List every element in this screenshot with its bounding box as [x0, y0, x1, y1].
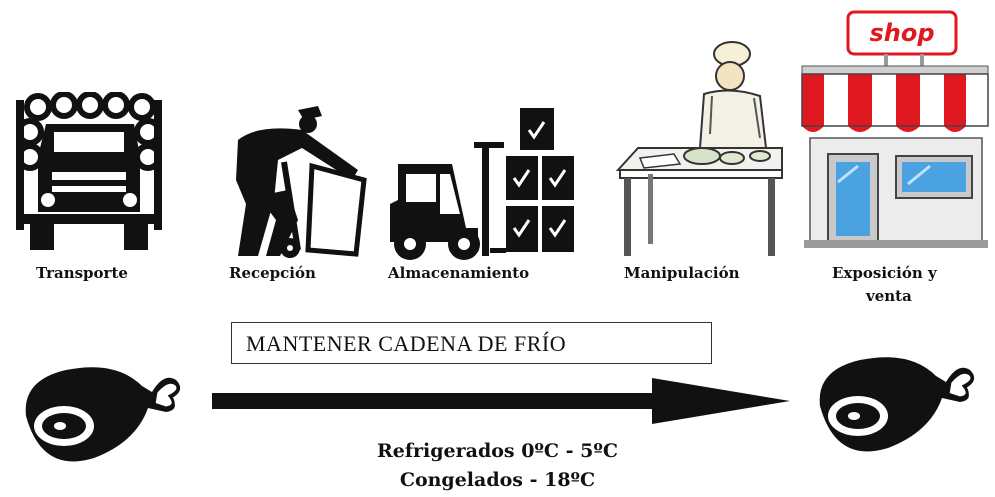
forklift-icon: [382, 104, 582, 264]
cold-chain-arrow: [212, 378, 792, 426]
shop-sign-text: shop: [869, 19, 935, 47]
step-label-reception: Recepción: [229, 264, 316, 282]
step-label-transport: Transporte: [36, 264, 128, 282]
temp-frozen: Congelados - 18ºC: [399, 469, 596, 491]
step-label-display-line2: venta: [866, 287, 912, 305]
step-label-storage: Almacenamiento: [388, 264, 530, 282]
step-label-display-line1: Exposición y: [832, 264, 937, 282]
step-label-handling: Manipulación: [624, 264, 740, 282]
cook-icon: [614, 38, 786, 258]
shop-icon: shop: [796, 6, 992, 250]
ham-right-icon: [810, 346, 980, 458]
cold-chain-banner: MANTENER CADENA DE FRÍO: [231, 322, 712, 364]
truck-icon: [8, 92, 168, 252]
temp-refrigerated: Refrigerados 0ºC - 5ºC: [376, 440, 619, 462]
ham-left-icon: [16, 356, 186, 468]
worker-handtruck-icon: [218, 100, 378, 260]
banner-text: MANTENER CADENA DE FRÍO: [246, 331, 567, 356]
